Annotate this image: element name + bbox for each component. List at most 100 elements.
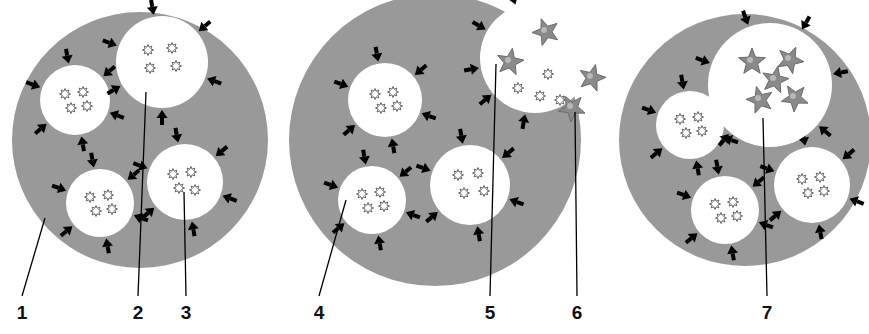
arrow-head (473, 226, 484, 235)
small-molecule (388, 87, 399, 98)
small-molecule (376, 103, 387, 114)
arrow-shaft (134, 170, 139, 174)
vesicle (116, 16, 208, 108)
arrow-head (359, 156, 370, 165)
small-molecule (78, 87, 89, 98)
arrow-head (421, 163, 430, 173)
arrow-head (765, 163, 774, 173)
large-molecule (781, 86, 808, 112)
arrow-shaft (324, 183, 331, 185)
small-molecule (513, 83, 524, 94)
arrow-shaft (743, 11, 745, 18)
small-molecule (103, 190, 114, 201)
leader-line (319, 200, 346, 296)
arrow-head (103, 67, 113, 76)
arrow-shaft (83, 144, 84, 151)
arrow-head (476, 21, 486, 31)
arrow-shaft (193, 229, 194, 236)
arrow-shaft (52, 186, 59, 188)
small-molecule (168, 169, 179, 180)
small-molecule (803, 188, 814, 199)
arrow-head (833, 67, 842, 78)
arrow-shaft (429, 116, 436, 118)
arrow-head (470, 64, 479, 75)
arrow-shaft (857, 201, 864, 203)
leader-line (575, 112, 577, 296)
arrow-shaft (376, 47, 377, 54)
callout-number: 1 (17, 302, 28, 324)
arrow-shaft (681, 75, 682, 82)
callout-number: 7 (762, 302, 773, 324)
small-molecule (732, 211, 743, 222)
small-molecule (107, 204, 118, 215)
vesicle (774, 147, 850, 223)
arrow-shaft (215, 81, 222, 83)
small-molecule (453, 170, 464, 181)
arrow-head (801, 20, 811, 30)
large-molecule (580, 65, 606, 92)
arrow-shaft (160, 118, 164, 125)
arrow-shaft (696, 58, 703, 60)
arrow-shaft (479, 234, 480, 241)
molecule-highlight (541, 27, 547, 33)
small-molecule (543, 69, 554, 80)
cell (619, 14, 869, 266)
arrow-shaft (334, 82, 341, 84)
small-molecule (716, 213, 727, 224)
arrow-head (740, 15, 750, 24)
small-molecule (459, 188, 470, 199)
arrow-head (329, 180, 338, 190)
arrow-shaft (698, 168, 699, 175)
large-molecule (532, 19, 558, 46)
arrow-shaft (380, 243, 381, 250)
vesicle (147, 144, 223, 220)
arrow-shaft (107, 90, 113, 94)
small-molecule (91, 206, 102, 217)
arrow-head (157, 110, 168, 118)
callout-number: 5 (485, 302, 496, 324)
leader-line (490, 64, 496, 296)
small-molecule (167, 43, 178, 54)
arrow-head (727, 245, 738, 254)
small-molecule (190, 185, 201, 196)
vesicle (691, 176, 759, 244)
arrow-head (518, 114, 529, 123)
arrow-head (216, 147, 226, 156)
arrow-shaft (363, 150, 364, 157)
vesicle (348, 63, 422, 137)
small-molecule (85, 192, 96, 203)
arrow-head (509, 197, 518, 207)
arrow-head (102, 238, 113, 247)
small-molecule (363, 203, 374, 214)
small-molecule (143, 45, 154, 56)
large-molecule (739, 48, 766, 73)
arrow-shaft (686, 238, 691, 242)
callout-number: 2 (133, 302, 144, 324)
arrow-shaft (416, 166, 423, 168)
small-molecule (728, 197, 739, 208)
arrow-head (843, 150, 853, 159)
arrow-head (677, 81, 688, 90)
callout-number: 6 (572, 302, 583, 324)
arrow-head (422, 111, 431, 121)
large-molecule (778, 47, 804, 73)
arrow-head (147, 6, 158, 15)
arrow-shaft (175, 128, 176, 135)
leader-line (22, 218, 45, 296)
arrow-head (700, 55, 709, 65)
arrow-shaft (841, 71, 848, 72)
arrow-head (77, 136, 88, 145)
arrow-shaft (109, 67, 114, 71)
arrow-head (223, 193, 232, 203)
open-vesicle (480, 3, 590, 113)
molecule-highlight (785, 55, 791, 61)
arrow-head (145, 208, 155, 217)
arrow-shaft (464, 69, 471, 70)
arrow-shaft (719, 140, 723, 145)
leader-line (138, 92, 146, 296)
arrow-head (128, 171, 138, 180)
arrow-head (819, 126, 829, 135)
arrow-shaft (205, 22, 210, 26)
arrow-shaft (103, 40, 110, 42)
